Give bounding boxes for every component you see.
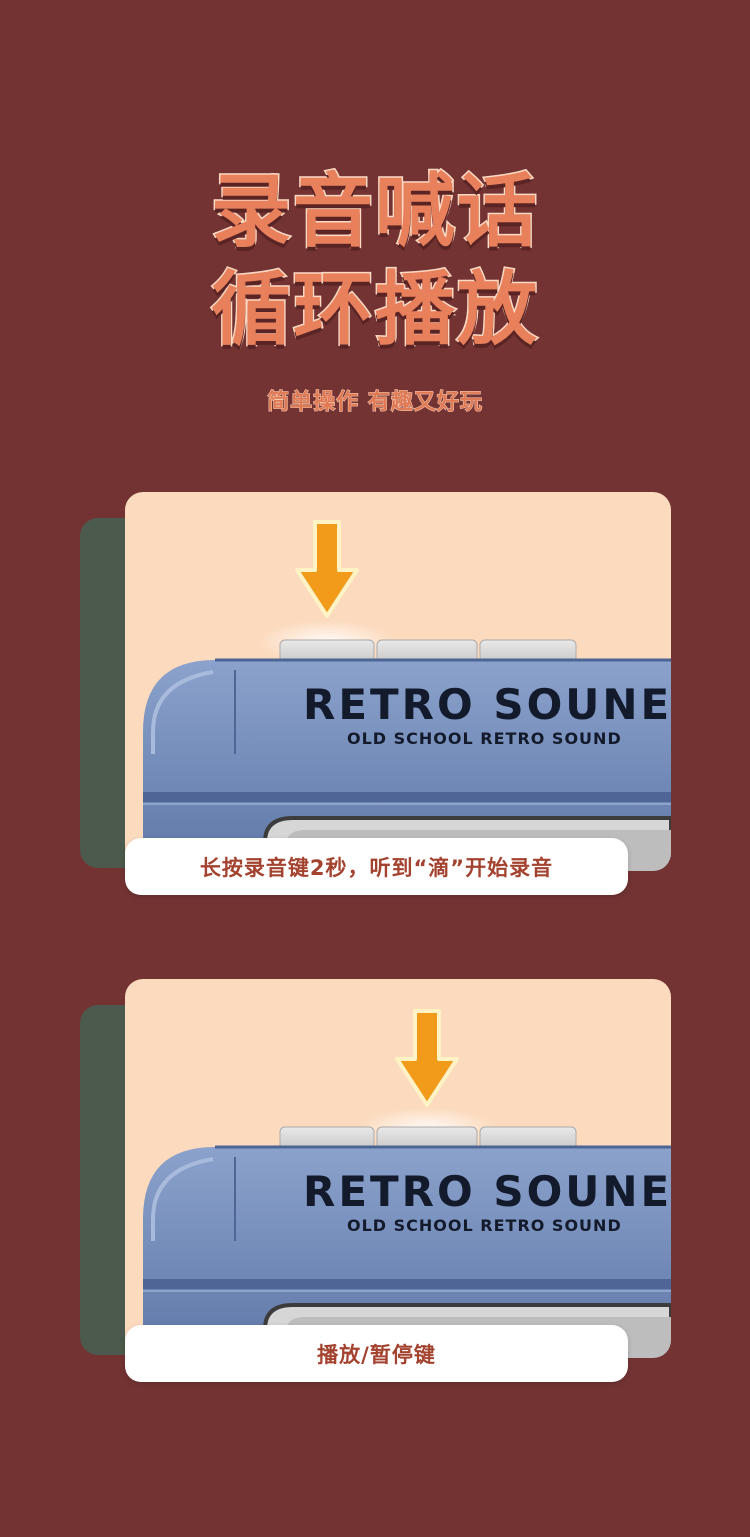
device-lower-band (143, 1279, 671, 1289)
brand-subtitle: OLD SCHOOL RETRO SOUND (347, 729, 622, 748)
brand-title: RETRO SOUNE (303, 680, 671, 729)
brand-subtitle: OLD SCHOOL RETRO SOUND (347, 1216, 622, 1235)
device-corner-highlight (151, 670, 214, 754)
headline-line-1: 录音喊话 (210, 164, 539, 260)
card-2: RETRO SOUNE OLD SCHOOL RETRO SOUND (125, 979, 671, 1358)
down-arrow-icon (295, 520, 359, 618)
card-1: RETRO SOUNE OLD SCHOOL RETRO SOUND (125, 492, 671, 871)
card-1-caption: 长按录音键2秒，听到“滴”开始录音 (125, 838, 628, 895)
device-corner-highlight (151, 1157, 214, 1241)
brand-title: RETRO SOUNE (303, 1167, 671, 1216)
card-2-caption: 播放/暂停键 (125, 1325, 628, 1382)
down-arrow-icon (395, 1009, 459, 1107)
device-lower-band (143, 792, 671, 802)
headline-line-2: 循环播放 (210, 262, 539, 358)
subtitle: 简单操作 有趣又好玩 (267, 390, 483, 416)
